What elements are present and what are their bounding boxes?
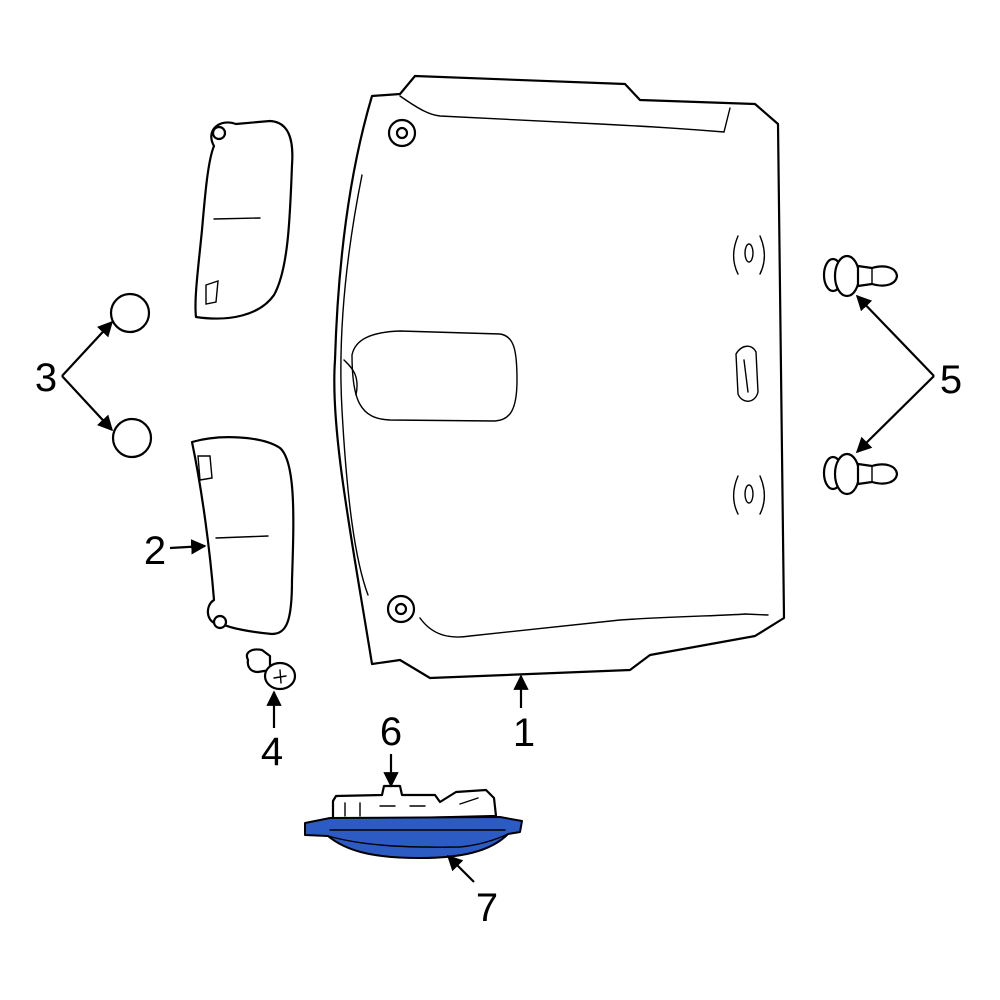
leader-5-upper xyxy=(855,294,935,377)
leader-7 xyxy=(446,854,475,883)
leader-3-lower xyxy=(61,375,114,432)
lamp-lens-part[interactable] xyxy=(304,816,523,859)
callout-3: 3 xyxy=(35,356,57,400)
callout-6: 6 xyxy=(380,710,402,754)
clip-lower[interactable] xyxy=(822,452,899,496)
callout-5: 5 xyxy=(940,358,962,402)
sun-visor-lower[interactable] xyxy=(190,436,295,636)
clip-upper[interactable] xyxy=(822,254,899,298)
leader-5-lower xyxy=(855,375,935,454)
sun-visor-upper[interactable] xyxy=(194,119,294,320)
callout-2: 2 xyxy=(144,529,166,573)
callout-1: 1 xyxy=(513,711,535,755)
lamp-housing-part[interactable] xyxy=(331,784,498,822)
callout-4: 4 xyxy=(261,730,283,774)
cap-lower[interactable] xyxy=(111,417,153,459)
leader-2 xyxy=(169,539,207,555)
callout-labels: 1 2 3 4 5 6 7 xyxy=(35,356,962,930)
leader-lines xyxy=(61,294,935,883)
cap-upper[interactable] xyxy=(109,292,151,334)
screw-part[interactable] xyxy=(245,648,297,691)
headliner-part[interactable] xyxy=(333,74,786,680)
leader-3-upper xyxy=(61,320,114,377)
callout-7: 7 xyxy=(476,886,498,930)
